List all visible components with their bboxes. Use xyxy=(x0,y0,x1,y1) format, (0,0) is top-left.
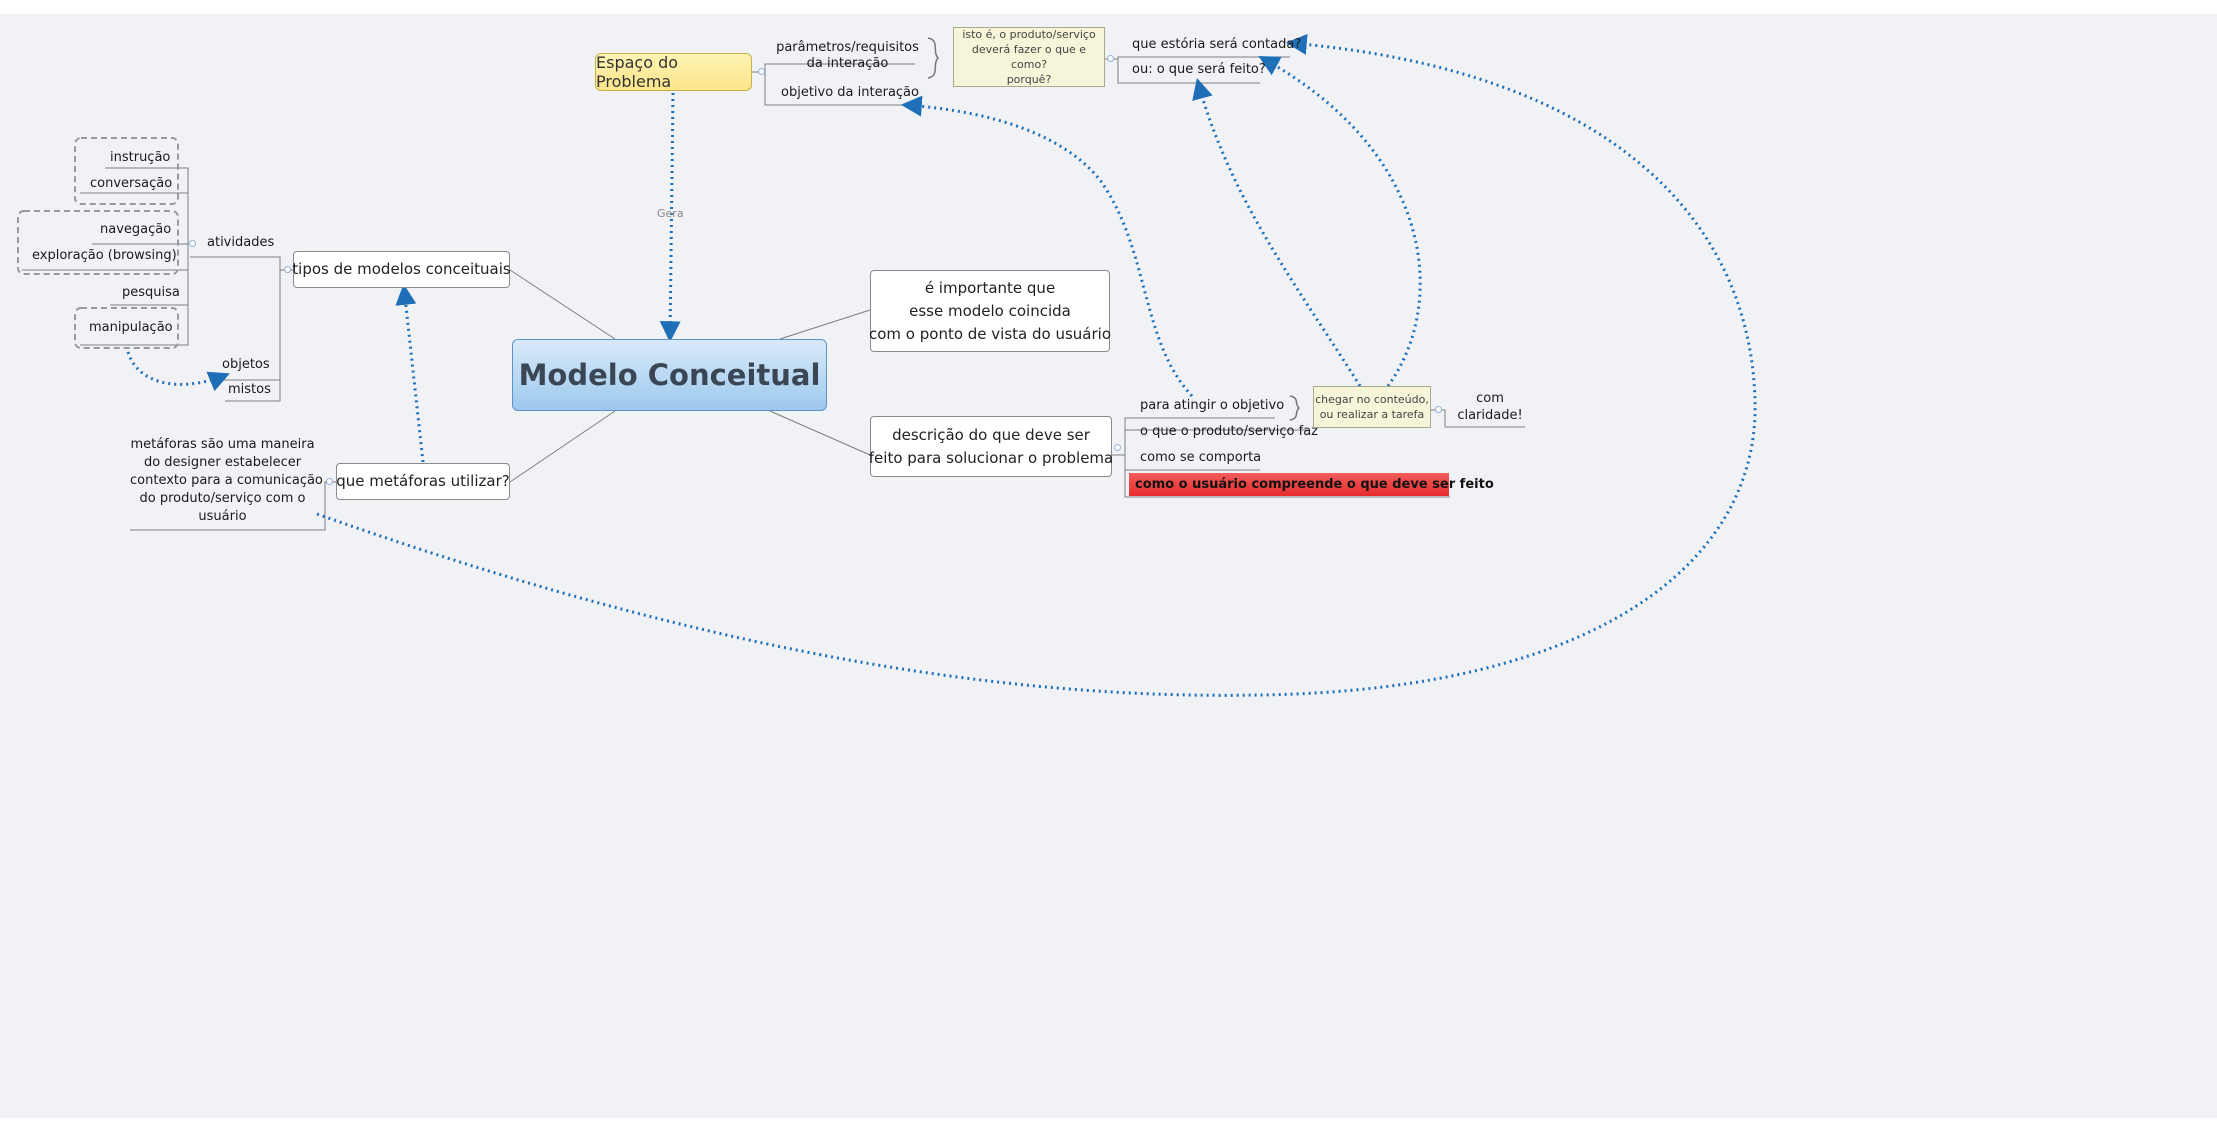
topic-line: descrição do que deve ser xyxy=(892,425,1090,444)
topic-line: claridade! xyxy=(1457,408,1523,423)
topic-objects[interactable]: objetos xyxy=(222,357,270,372)
note-line: ou realizar a tarefa xyxy=(1319,408,1425,421)
collapse-toggle[interactable] xyxy=(758,68,765,75)
relationship-tarefa-feito xyxy=(1192,77,1362,387)
brace xyxy=(1289,395,1301,421)
relationship-metaphor-models xyxy=(395,283,425,463)
collapse-toggle[interactable] xyxy=(1107,55,1114,62)
note-task[interactable]: chegar no conteúdo, ou realizar a tarefa xyxy=(1313,386,1431,428)
note-line: porquê? xyxy=(1006,73,1052,86)
topic-clarity[interactable]: com claridade! xyxy=(1455,390,1525,424)
problem-space-topic[interactable]: Espaço do Problema xyxy=(595,53,752,91)
branch-line xyxy=(764,72,910,106)
branch-line xyxy=(509,410,616,483)
branch-line xyxy=(80,305,189,346)
topic-description[interactable]: descrição do que deve ser feito para sol… xyxy=(868,416,1114,477)
central-topic[interactable]: Modelo Conceitual xyxy=(512,339,827,411)
topic-done[interactable]: ou: o que será feito? xyxy=(1132,62,1266,77)
activity-conversation[interactable]: conversação xyxy=(90,176,173,191)
activity-exploration[interactable]: exploração (browsing) xyxy=(32,248,177,263)
activity-navigation[interactable]: navegação xyxy=(100,222,172,237)
topic-mixed[interactable]: mistos xyxy=(228,382,271,397)
topic-line: com o ponto de vista do usuário xyxy=(869,324,1111,343)
note-line: usuário xyxy=(198,509,247,524)
topic-activities[interactable]: atividades xyxy=(207,235,275,250)
collapse-toggle[interactable] xyxy=(284,266,291,273)
branch-line xyxy=(1124,470,1450,498)
branch-line xyxy=(190,256,293,271)
relationship-atingir-objetivo xyxy=(900,95,1194,398)
branch-line xyxy=(1117,59,1260,84)
topic-line: é importante que xyxy=(924,278,1056,297)
topic-parameters[interactable]: parâmetros/requisitos da interação xyxy=(770,40,925,72)
note-line: do designer estabelecer xyxy=(143,455,302,470)
note-metaphors[interactable]: metáforas são uma maneira do designer es… xyxy=(130,436,323,526)
brace xyxy=(927,37,940,79)
topic-user-understands[interactable]: como o usuário compreende o que deve ser… xyxy=(1129,473,1494,496)
topic-line: da interação xyxy=(806,56,889,71)
topic-line: esse modelo coincida xyxy=(909,301,1071,320)
relationship-label: Gera xyxy=(657,207,684,220)
note-line: contexto para a comunicação xyxy=(130,473,323,488)
topic-line: parâmetros/requisitos xyxy=(776,40,919,55)
note-line: chegar no conteúdo, xyxy=(1315,393,1429,406)
topic-line: com xyxy=(1476,391,1504,406)
topic-important[interactable]: é importante que esse modelo coincida co… xyxy=(869,270,1111,352)
topic-behaves[interactable]: como se comporta xyxy=(1140,450,1262,465)
topic-conceptual-model-types[interactable]: tipos de modelos conceituais xyxy=(292,251,511,288)
note-line: metáforas são uma maneira xyxy=(130,437,315,452)
relationship-metaforas-estoria xyxy=(316,33,1757,697)
topic-metaphors[interactable]: que metáforas utilizar? xyxy=(336,463,510,500)
collapse-toggle[interactable] xyxy=(1114,444,1121,451)
branch-line xyxy=(225,270,281,402)
activity-instruction[interactable]: instrução xyxy=(110,150,171,165)
branch-line xyxy=(1112,417,1275,456)
relationship-gera xyxy=(659,92,681,343)
collapse-toggle[interactable] xyxy=(326,478,333,485)
activity-manipulation[interactable]: manipulação xyxy=(89,320,173,335)
activity-search[interactable]: pesquisa xyxy=(122,285,180,300)
topic-reach-goal[interactable]: para atingir o objetivo xyxy=(1140,398,1285,413)
topic-story[interactable]: que estória será contada? xyxy=(1132,37,1302,52)
topic-objective[interactable]: objetivo da interação xyxy=(781,85,919,100)
collapse-toggle[interactable] xyxy=(189,240,196,247)
branch-line xyxy=(105,167,189,244)
mind-map-canvas xyxy=(0,14,2217,1118)
topic-line: feito para solucionar o problema xyxy=(868,448,1114,467)
topic-product-does[interactable]: o que o produto/serviço faz xyxy=(1140,424,1319,439)
relationship-tarefa-estoria xyxy=(1258,55,1422,387)
boundary-manipulation xyxy=(74,307,179,349)
boundary-navigation xyxy=(17,210,179,275)
note-line: isto é, o produto/serviço xyxy=(962,28,1096,41)
collapse-toggle[interactable] xyxy=(1435,406,1442,413)
branch-line xyxy=(509,269,616,340)
note-line: deverá fazer o que e como? xyxy=(971,43,1087,71)
boundary-instruction xyxy=(74,137,179,205)
note-line: do produto/serviço com o xyxy=(139,491,306,506)
branch-line xyxy=(779,309,871,340)
relationship-manipulation-objects xyxy=(126,351,230,392)
branch-line xyxy=(769,410,871,456)
note-problem[interactable]: isto é, o produto/serviço deverá fazer o… xyxy=(953,27,1105,87)
